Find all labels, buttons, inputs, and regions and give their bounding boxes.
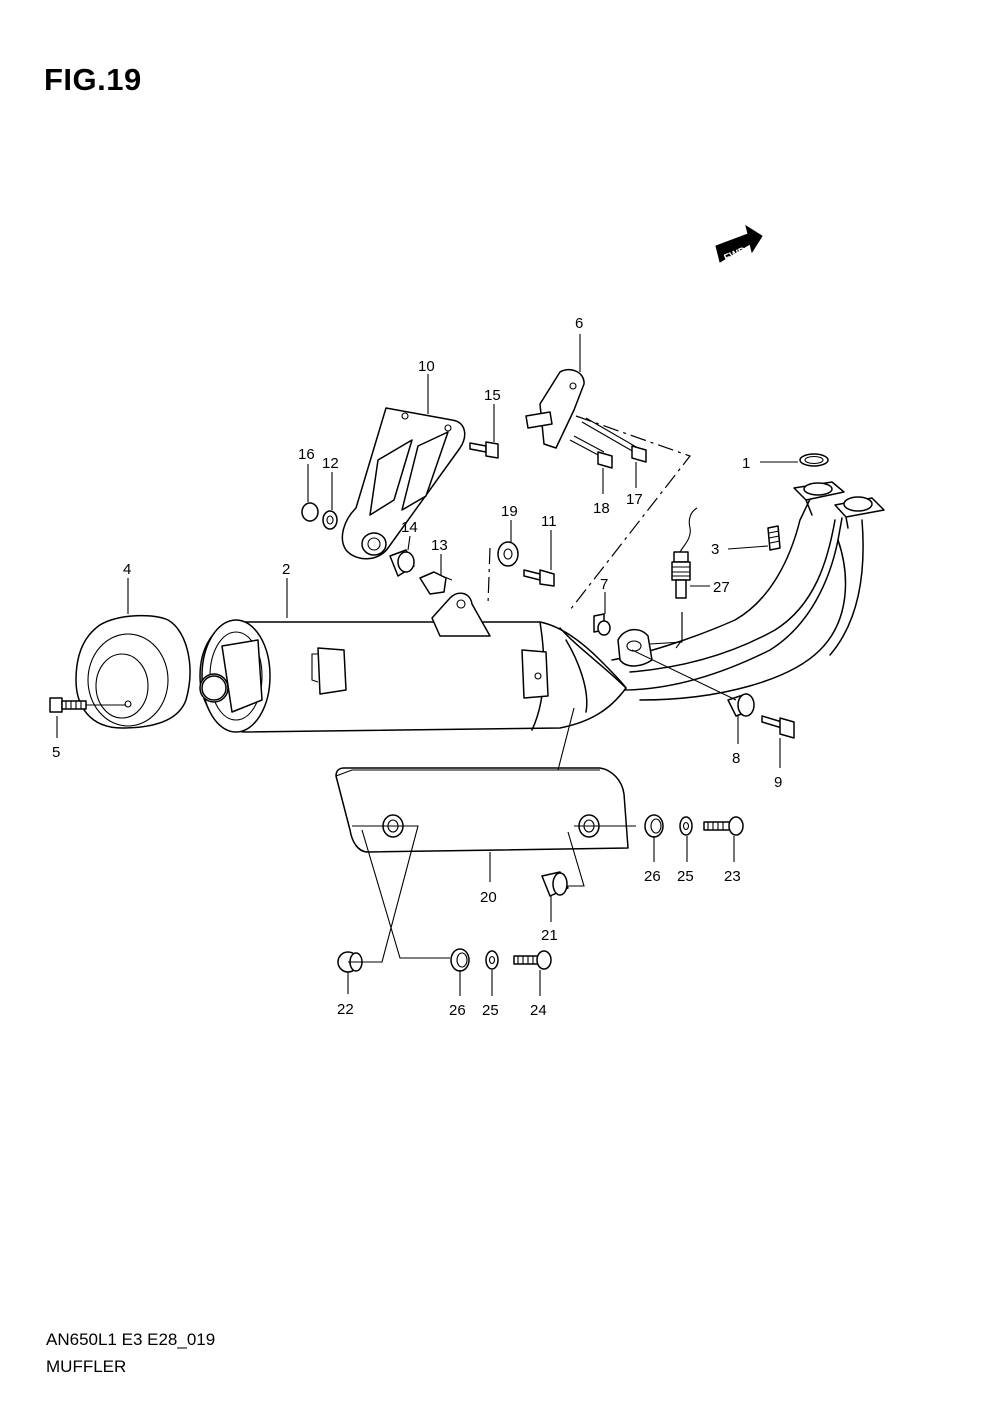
washer-12 [322, 510, 338, 530]
callout-5: 5 [52, 716, 60, 761]
end-cover [75, 614, 191, 729]
bushing-14 [389, 549, 415, 577]
svg-text:22: 22 [337, 1001, 354, 1018]
callout-2: 2 [282, 561, 290, 618]
grommet-21 [541, 871, 569, 897]
callout-11: 11 [541, 513, 557, 570]
callout-10: 10 [418, 358, 435, 414]
svg-text:19: 19 [501, 503, 518, 520]
bolt-24 [513, 950, 552, 970]
callout-16: 16 [298, 446, 315, 502]
callout-17: 17 [626, 462, 643, 508]
callout-9: 9 [774, 738, 782, 791]
svg-text:16: 16 [298, 446, 315, 463]
bolt-23 [703, 816, 744, 836]
callout-14: 14 [401, 519, 418, 551]
pipe-bracket [525, 368, 647, 469]
bolt-11 [523, 569, 555, 587]
bolt-7 [593, 613, 611, 636]
bushing-8 [727, 693, 755, 717]
washer-19 [497, 541, 519, 567]
bolt-15 [469, 441, 499, 459]
svg-text:23: 23 [724, 868, 741, 885]
callout-27: 27 [690, 579, 730, 596]
callout-labels: 1 2 3 4 5 6 7 8 9 10 11 12 13 14 15 16 1… [52, 315, 798, 1019]
svg-text:3: 3 [711, 541, 719, 558]
callout-7: 7 [600, 576, 608, 614]
callout-15: 15 [484, 387, 501, 442]
svg-text:14: 14 [401, 519, 418, 536]
callout-18: 18 [593, 468, 610, 517]
svg-text:2: 2 [282, 561, 290, 578]
svg-text:10: 10 [418, 358, 435, 375]
svg-text:26: 26 [449, 1002, 466, 1019]
bolt-9 [761, 715, 795, 739]
svg-text:6: 6 [575, 315, 583, 332]
svg-text:4: 4 [123, 561, 131, 578]
washer-25-upper [679, 816, 693, 836]
assembly-guide-lines [348, 415, 737, 963]
grommet-26-lower [450, 948, 470, 972]
svg-text:15: 15 [484, 387, 501, 404]
exhaust-pipe-assembly [611, 453, 885, 701]
svg-text:20: 20 [480, 889, 497, 906]
svg-text:12: 12 [322, 455, 339, 472]
callout-24: 24 [530, 970, 547, 1019]
callout-3: 3 [711, 541, 769, 558]
callout-20: 20 [480, 852, 497, 906]
washer-25-lower [485, 950, 499, 970]
figure-title: FIG.19 [44, 62, 142, 97]
callout-25-upper: 25 [677, 836, 694, 885]
callout-12: 12 [322, 455, 339, 510]
svg-text:25: 25 [677, 868, 694, 885]
svg-text:5: 5 [52, 744, 60, 761]
bolt-5 [49, 697, 126, 713]
svg-text:27: 27 [713, 579, 730, 596]
callout-22: 22 [337, 972, 354, 1018]
callout-26-lower: 26 [449, 970, 466, 1019]
callout-25-lower: 25 [482, 970, 499, 1019]
svg-text:17: 17 [626, 491, 643, 508]
svg-text:18: 18 [593, 500, 610, 517]
callout-8: 8 [732, 716, 740, 767]
fwd-arrow-icon: FWD [715, 224, 763, 264]
oxygen-sensor [671, 507, 698, 649]
svg-text:8: 8 [732, 750, 740, 767]
svg-text:9: 9 [774, 774, 782, 791]
diagram-name: MUFFLER [46, 1357, 127, 1376]
nut-16 [301, 502, 319, 522]
callout-19: 19 [501, 503, 518, 542]
callout-26-upper: 26 [644, 836, 661, 885]
callout-6: 6 [575, 315, 583, 372]
diagram-code: AN650L1 E3 E28_019 [46, 1330, 216, 1349]
svg-text:21: 21 [541, 927, 558, 944]
callout-4: 4 [123, 561, 131, 614]
svg-text:24: 24 [530, 1002, 547, 1019]
muffler-body [199, 592, 627, 733]
callout-23: 23 [724, 836, 741, 885]
muffler-bracket [341, 407, 466, 560]
svg-text:7: 7 [600, 576, 608, 593]
svg-text:26: 26 [644, 868, 661, 885]
collar-13 [419, 571, 447, 595]
callout-21: 21 [541, 896, 558, 944]
callout-1: 1 [742, 455, 798, 472]
svg-text:25: 25 [482, 1002, 499, 1019]
callout-13: 13 [431, 537, 448, 576]
svg-text:13: 13 [431, 537, 448, 554]
svg-text:1: 1 [742, 455, 750, 472]
svg-text:11: 11 [541, 513, 557, 530]
heat-shield [335, 767, 629, 853]
grommet-26-upper [644, 814, 664, 838]
